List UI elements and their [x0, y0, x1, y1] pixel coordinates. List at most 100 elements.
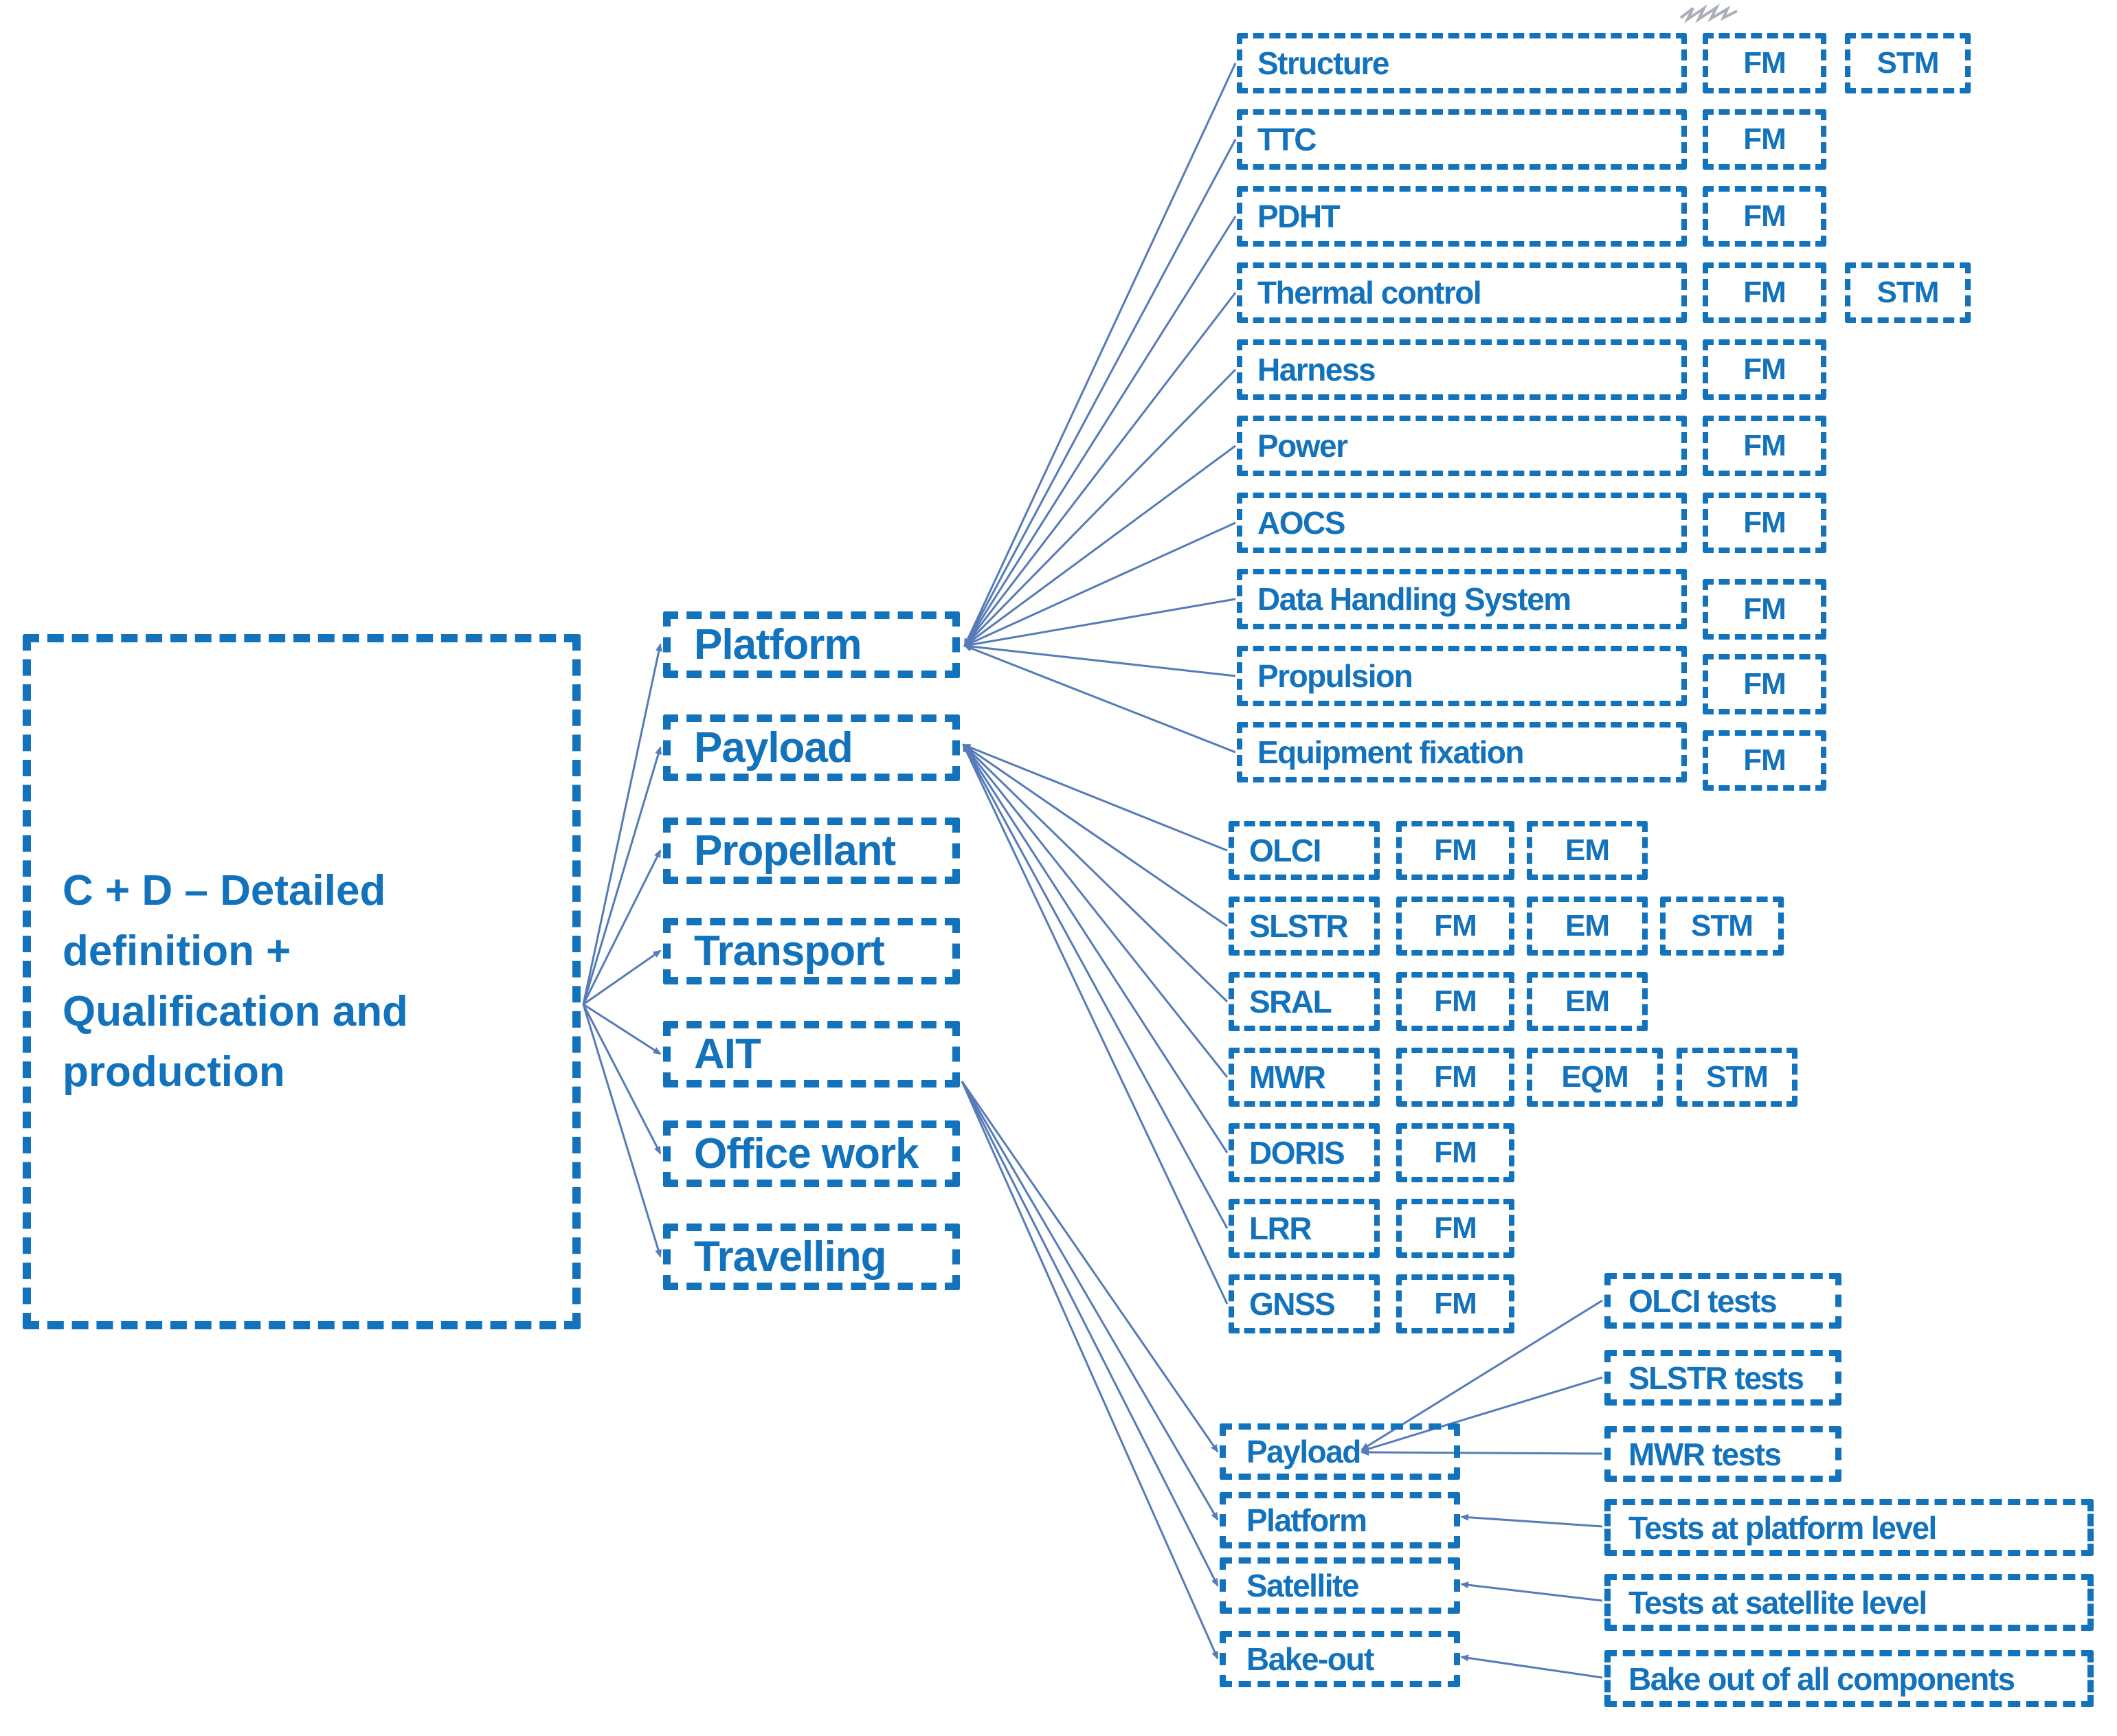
model-label: FM [1434, 909, 1477, 943]
model-box-fm: FM [1703, 579, 1826, 640]
subsystem-label: Harness [1257, 352, 1376, 387]
payload-child-mwr: MWR [1229, 1048, 1380, 1107]
instrument-label: SLSTR [1249, 908, 1349, 944]
model-label: FM [1743, 743, 1786, 777]
model-label: FM [1434, 1287, 1477, 1320]
model-label: FM [1743, 352, 1786, 386]
test-box-platform-level: Tests at platform level [1604, 1499, 2094, 1556]
phase-label: Platform [694, 621, 862, 668]
platform-child-equipment-fixation: Equipment fixation [1237, 722, 1687, 782]
phase-label: Travelling [694, 1233, 886, 1281]
instrument-label: OLCI [1249, 833, 1321, 868]
model-box-stm: STM [1677, 1048, 1797, 1107]
model-box-fm: FM [1703, 33, 1826, 93]
phase-label: Payload [694, 724, 853, 771]
phase-box-platform: Platform [663, 611, 960, 678]
platform-child-aocs: AOCS [1237, 493, 1687, 553]
model-box-eqm: EQM [1527, 1048, 1663, 1107]
model-box-fm: FM [1396, 897, 1514, 956]
model-box-stm: STM [1845, 33, 1971, 93]
model-box-stm: STM [1845, 262, 1971, 323]
test-box-olci-tests: OLCI tests [1604, 1273, 1841, 1329]
model-label: FM [1434, 1211, 1477, 1245]
phase-box-ait: AIT [663, 1021, 960, 1087]
subsystem-label: TTC [1257, 122, 1317, 157]
phase-label: Office work [694, 1130, 919, 1177]
model-label: FM [1434, 833, 1477, 867]
payload-child-gnss: GNSS [1229, 1274, 1380, 1333]
model-box-fm: FM [1703, 493, 1826, 553]
model-label: FM [1743, 199, 1786, 233]
phase-box-payload: Payload [663, 714, 960, 781]
model-box-fm: FM [1703, 186, 1826, 247]
ait-child-satellite: Satellite [1220, 1557, 1460, 1614]
model-box-fm: FM [1396, 821, 1514, 880]
model-box-fm: FM [1703, 262, 1826, 323]
test-box-mwr-tests: MWR tests [1604, 1426, 1841, 1482]
phase-label: Propellant [694, 827, 896, 875]
model-box-em: EM [1527, 821, 1648, 880]
platform-child-power: Power [1237, 416, 1687, 476]
model-box-fm: FM [1703, 730, 1826, 791]
model-label: FM [1743, 506, 1786, 539]
platform-child-propulsion: Propulsion [1237, 646, 1687, 706]
model-label: FM [1743, 122, 1786, 156]
model-label: FM [1434, 1136, 1477, 1169]
model-box-fm: FM [1703, 416, 1826, 476]
platform-child-pdht: PDHT [1237, 186, 1687, 247]
model-box-fm: FM [1703, 339, 1826, 400]
test-label-text: Tests at platform level [1628, 1509, 1937, 1546]
test-box-slstr-tests: SLSTR tests [1604, 1350, 1841, 1406]
subsystem-label: Power [1257, 428, 1348, 464]
phase-label: AIT [694, 1030, 761, 1078]
model-label: EQM [1561, 1060, 1628, 1094]
ait-child-platform: Platform [1220, 1492, 1460, 1548]
test-label-text: MWR tests [1628, 1436, 1782, 1472]
ait-child-bake-out: Bake-out [1220, 1631, 1460, 1687]
subsystem-label: Data Handling System [1257, 581, 1571, 617]
ait-label-text: Bake-out [1246, 1641, 1374, 1677]
subsystem-label: Equipment fixation [1257, 734, 1525, 770]
model-label: STM [1877, 275, 1940, 309]
model-box-em: EM [1527, 972, 1648, 1031]
test-label-text: Tests at satellite level [1628, 1584, 1927, 1621]
platform-child-data-handling-system: Data Handling System [1237, 569, 1687, 629]
payload-child-lrr: LRR [1229, 1199, 1380, 1258]
model-box-fm: FM [1396, 1274, 1514, 1333]
instrument-label: SRAL [1249, 984, 1332, 1019]
ait-label-text: Payload [1246, 1434, 1361, 1469]
test-box-bake-out-all: Bake out of all components [1604, 1650, 2094, 1707]
root-label: C + D – Detailed definition + Qualificat… [63, 866, 408, 1096]
subsystem-label: Thermal control [1257, 275, 1482, 311]
test-label-text: Bake out of all components [1628, 1660, 2015, 1697]
model-label: EM [1565, 984, 1610, 1018]
phase-box-office-work: Office work [663, 1120, 960, 1187]
platform-child-harness: Harness [1237, 339, 1687, 400]
model-box-stm: STM [1660, 897, 1784, 956]
subsystem-label: PDHT [1257, 199, 1341, 234]
payload-child-slstr: SLSTR [1229, 897, 1380, 956]
model-label: FM [1743, 46, 1786, 80]
platform-child-thermal-control: Thermal control [1237, 262, 1687, 323]
model-label: EM [1565, 833, 1610, 867]
platform-child-ttc: TTC [1237, 109, 1687, 170]
instrument-label: DORIS [1249, 1135, 1345, 1171]
root-box: C + D – Detailed definition + Qualificat… [23, 634, 581, 1329]
test-box-satellite-level: Tests at satellite level [1604, 1574, 2094, 1631]
phase-box-transport: Transport [663, 918, 960, 984]
model-box-em: EM [1527, 897, 1648, 956]
model-label: FM [1434, 1060, 1477, 1094]
model-box-fm: FM [1396, 1048, 1514, 1107]
instrument-label: LRR [1249, 1210, 1312, 1246]
scribble-artifact [1679, 3, 1738, 23]
model-box-fm: FM [1396, 972, 1514, 1031]
payload-child-doris: DORIS [1229, 1123, 1380, 1182]
ait-label-text: Satellite [1246, 1568, 1359, 1603]
test-label-text: SLSTR tests [1628, 1360, 1804, 1396]
model-label: FM [1434, 984, 1477, 1018]
model-box-fm: FM [1703, 654, 1826, 714]
instrument-label: GNSS [1249, 1286, 1336, 1322]
model-label: EM [1565, 909, 1610, 943]
